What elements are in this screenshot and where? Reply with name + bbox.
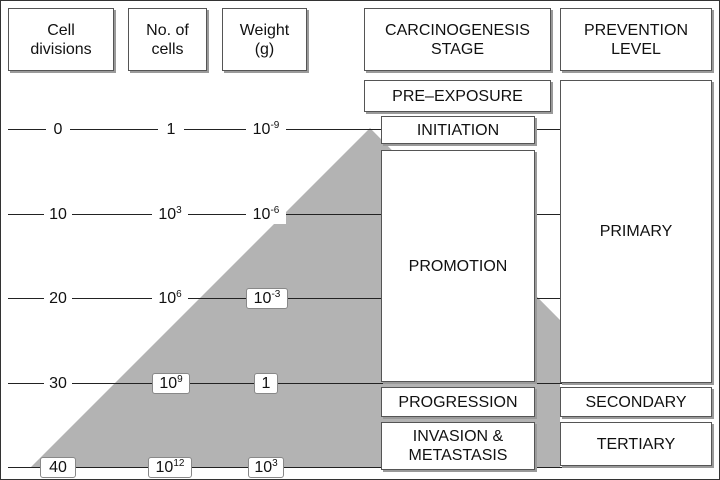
weight-label: 10-6 — [246, 205, 286, 224]
row-line-30 — [8, 383, 710, 384]
prevention-tertiary: TERTIARY — [560, 422, 712, 466]
weight-label: 103 — [248, 457, 284, 478]
cells-label: 106 — [152, 289, 188, 308]
weight-label: 10-3 — [246, 288, 288, 309]
stage-promotion: PROMOTION — [381, 150, 535, 382]
weight-label: 1 — [254, 373, 278, 394]
stage-initiation: INITIATION — [381, 116, 535, 144]
header-prevention-level: PREVENTION LEVEL — [560, 8, 712, 71]
divisions-label: 40 — [40, 457, 76, 478]
stage-pre-exposure: PRE–EXPOSURE — [364, 80, 551, 112]
cells-label: 1012 — [148, 457, 192, 478]
divisions-label: 20 — [44, 289, 72, 308]
header-no-of-cells: No. of cells — [128, 8, 207, 71]
divisions-label: 0 — [46, 120, 70, 139]
weight-label: 10-9 — [246, 120, 286, 139]
prevention-primary: PRIMARY — [560, 80, 712, 383]
divisions-label: 10 — [44, 205, 72, 224]
cells-label: 103 — [152, 205, 188, 224]
header-carcinogenesis-stage: CARCINOGENESIS STAGE — [364, 8, 551, 71]
divisions-label: 30 — [44, 374, 72, 393]
row-line-40 — [8, 467, 710, 468]
stage-progression: PROGRESSION — [381, 387, 535, 417]
row-line-10 — [8, 214, 564, 215]
cells-label: 109 — [152, 373, 190, 394]
prevention-secondary: SECONDARY — [560, 387, 712, 417]
header-weight: Weight (g) — [222, 8, 307, 71]
row-line-0 — [8, 129, 564, 130]
cells-label: 1 — [158, 120, 184, 139]
stage-invasion-metastasis: INVASION & METASTASIS — [381, 422, 535, 470]
header-cell-divisions: Cell divisions — [8, 8, 114, 71]
